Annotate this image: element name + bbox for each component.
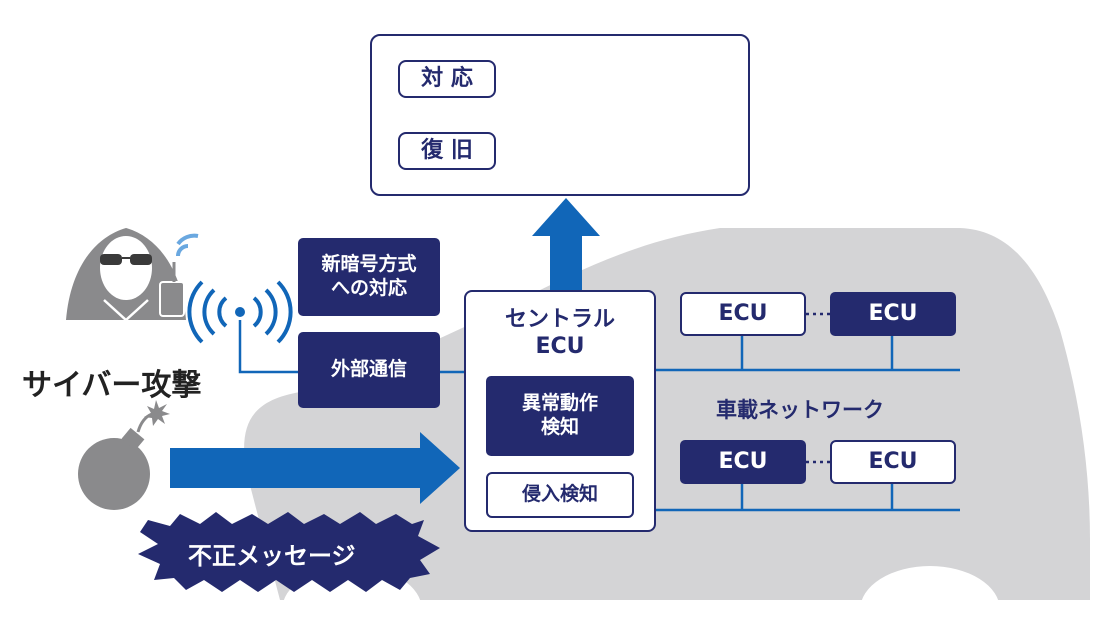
ecu-top-left: ECU	[680, 292, 806, 336]
up-arrow	[532, 198, 600, 290]
network-label: 車載ネットワーク	[716, 398, 884, 422]
radio-signal-icon	[187, 280, 293, 344]
ecu-bottom-left: ECU	[680, 440, 806, 484]
recover-label: 復 旧	[398, 132, 496, 170]
cyber-attack-title: サイバー攻撃	[22, 368, 202, 403]
respond-label: 対 応	[398, 60, 496, 98]
new-crypto-box: 新暗号方式 への対応	[298, 238, 440, 316]
malicious-message-label: 不正メッセージ	[188, 542, 356, 570]
anomaly-detection-box: 異常動作 検知	[486, 376, 634, 456]
attack-arrow	[170, 432, 460, 504]
ecu-top-right: ECU	[830, 292, 956, 336]
ecu-bottom-right: ECU	[830, 440, 956, 484]
front-wheel-arch	[282, 566, 422, 639]
spiky-badge	[138, 512, 440, 592]
hacker-icon	[66, 228, 199, 322]
intrusion-detection-box: 侵入検知	[486, 472, 634, 518]
antenna-line	[238, 320, 298, 374]
rear-wheel-arch	[860, 566, 1000, 639]
bomb-icon	[78, 400, 170, 510]
external-comm-box: 外部通信	[298, 332, 440, 408]
response-panel	[370, 34, 750, 196]
central-ecu-title: セントラル ECU	[504, 306, 615, 360]
